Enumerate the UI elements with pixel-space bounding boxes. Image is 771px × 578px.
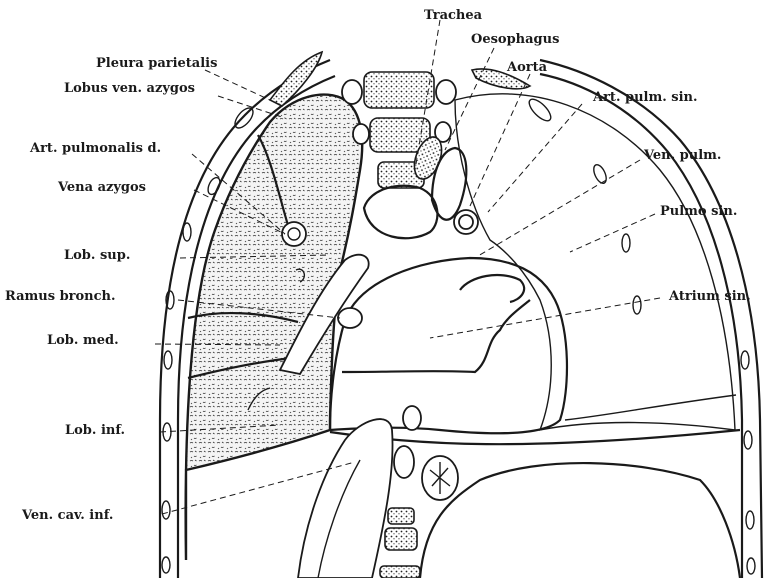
label-atrium-sin: Atrium sin.: [668, 289, 751, 304]
left-lung: [455, 94, 735, 430]
vena-azygos-vessel: [282, 222, 306, 246]
label-lob-med: Lob. med.: [47, 333, 119, 348]
label-lob-inf: Lob. inf.: [65, 423, 125, 438]
label-art-pulm-sin: Art. pulm. sin.: [592, 90, 698, 105]
label-pleura-parietalis: Pleura parietalis: [96, 56, 217, 71]
label-ramus-bronch: Ramus bronch.: [5, 289, 116, 304]
label-oesophagus: Oesophagus: [471, 32, 559, 47]
label-lobus-ven-azygos: Lobus ven. azygos: [64, 81, 195, 96]
label-trachea: Trachea: [424, 8, 483, 23]
label-aorta: Aorta: [506, 60, 548, 75]
label-ven-pulm: Ven. pulm.: [643, 148, 721, 163]
label-vena-azygos: Vena azygos: [57, 180, 146, 195]
mediastinum-lower: [298, 419, 740, 578]
heart: [330, 258, 740, 444]
label-lob-sup: Lob. sup.: [64, 248, 130, 263]
label-pulmo-sin: Pulmo sin.: [660, 204, 737, 219]
label-art-pulmonalis-d: Art. pulmonalis d.: [29, 141, 161, 156]
label-ven-cav-inf: Ven. cav. inf.: [21, 508, 113, 523]
